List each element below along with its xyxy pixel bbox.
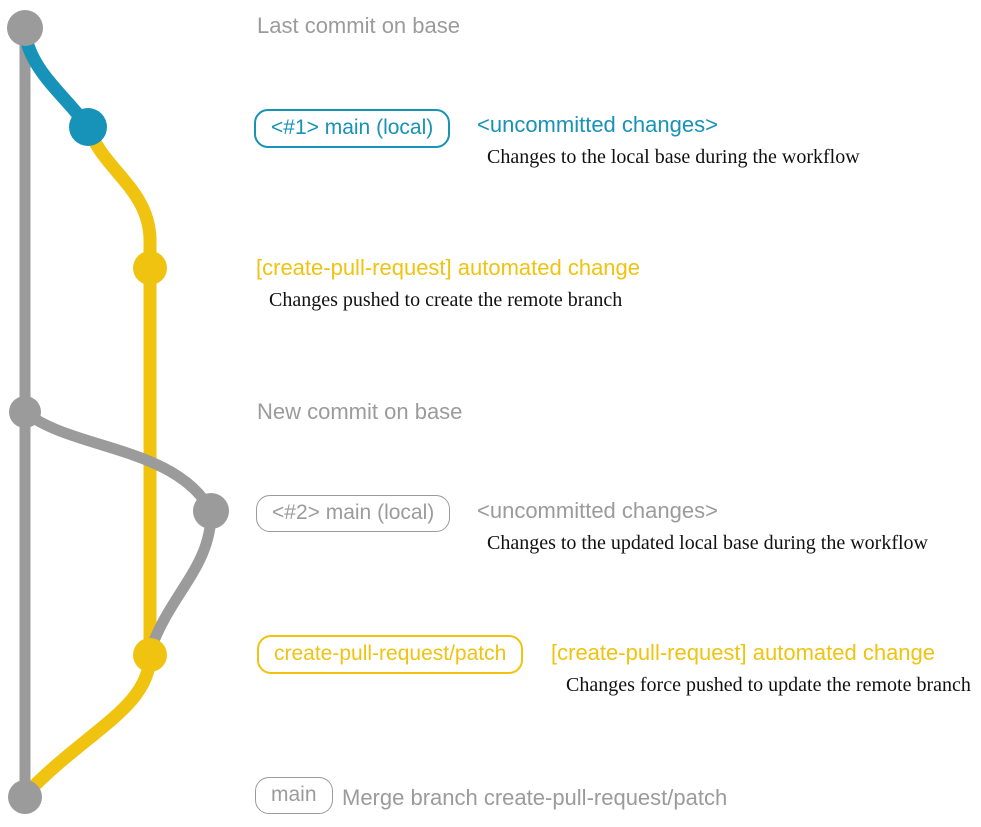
commit-node-local-1 bbox=[69, 108, 107, 146]
updated-local-branch-curve bbox=[19, 406, 217, 517]
commit-node-patch-2 bbox=[133, 638, 167, 672]
commit-node-local-2 bbox=[193, 493, 229, 529]
patch-merge-curve bbox=[20, 648, 157, 800]
automated-change-heading-1: [create-pull-request] automated change bbox=[256, 255, 641, 280]
patch-branch-line bbox=[81, 120, 157, 662]
uncommitted-changes-heading-2: <uncommitted changes> bbox=[477, 498, 718, 523]
caption-changes-pushed: Changes pushed to create the remote bran… bbox=[269, 289, 623, 311]
commit-node-base-new bbox=[9, 396, 41, 428]
branch-badge-patch: create-pull-request/patch bbox=[257, 635, 524, 674]
merge-branch-label: Merge branch create-pull-request/patch bbox=[342, 785, 728, 810]
commit-node-merge bbox=[8, 780, 42, 814]
new-commit-label: New commit on base bbox=[257, 399, 463, 424]
caption-force-pushed: Changes force pushed to update the remot… bbox=[566, 674, 971, 696]
caption-updated-local-base-changes: Changes to the updated local base during… bbox=[487, 532, 928, 554]
branch-badge-main-local-2: <#2> main (local) bbox=[256, 495, 451, 532]
branch-badge-main: main bbox=[255, 777, 333, 814]
uncommitted-changes-heading-1: <uncommitted changes> bbox=[477, 112, 718, 137]
force-push-curve bbox=[146, 505, 217, 652]
automated-change-heading-2: [create-pull-request] automated change bbox=[551, 640, 936, 665]
commit-node-base-tip bbox=[7, 10, 43, 46]
commit-node-patch-1 bbox=[133, 251, 167, 285]
branch-badge-main-local-1: <#1> main (local) bbox=[254, 109, 451, 148]
caption-local-base-changes: Changes to the local base during the wor… bbox=[487, 146, 860, 168]
last-commit-label: Last commit on base bbox=[257, 13, 460, 38]
